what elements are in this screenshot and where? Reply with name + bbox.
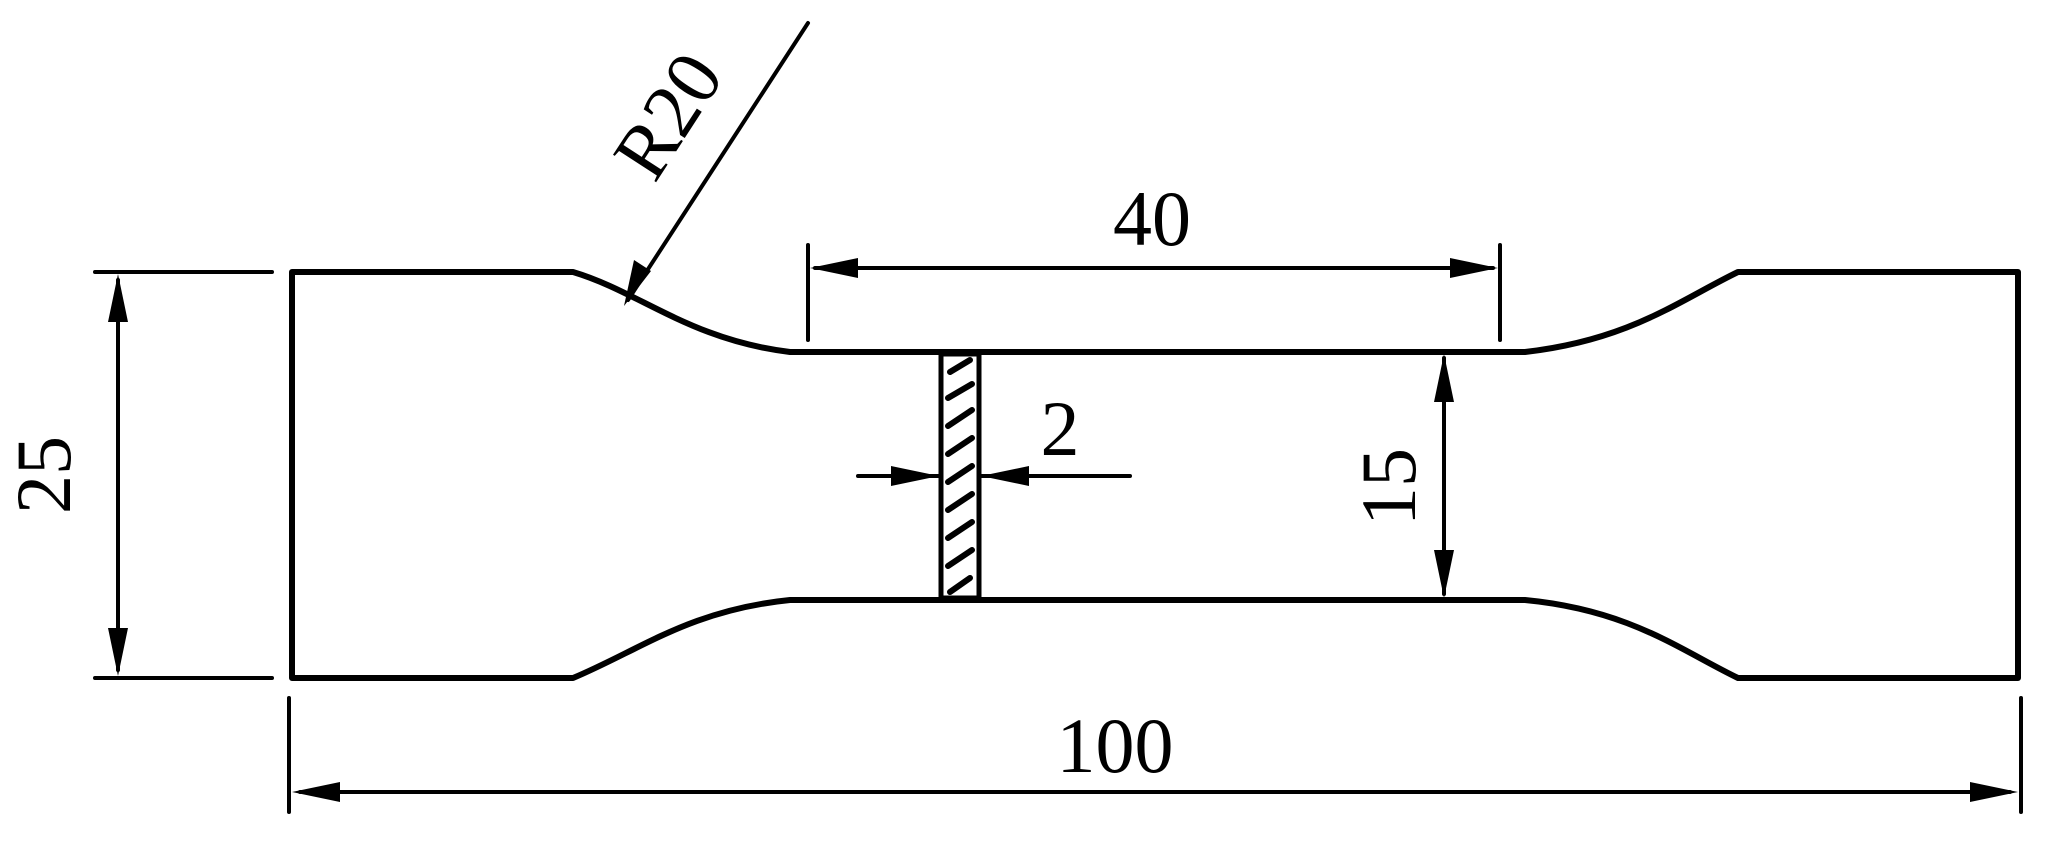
arrowhead-bottom xyxy=(108,628,128,676)
arrowhead-right xyxy=(1970,782,2018,802)
arrowhead-right-side xyxy=(981,466,1029,486)
dimension-total-length: 100 xyxy=(287,696,2023,814)
arrowhead-bottom xyxy=(1434,550,1454,598)
arrowhead-left-side xyxy=(891,466,939,486)
arrowhead-right xyxy=(1450,258,1498,278)
dimension-label-total-length: 100 xyxy=(1057,702,1174,789)
arrowhead-top xyxy=(108,274,128,322)
arrowhead-left xyxy=(292,782,340,802)
specimen-outline xyxy=(289,269,2021,681)
dimension-weld-width: 2 xyxy=(856,385,1132,486)
arrowhead-left xyxy=(810,258,858,278)
leader-arrowhead xyxy=(624,260,651,306)
dimension-fillet-radius: R20 xyxy=(596,21,810,306)
dimension-grip-width: 25 xyxy=(0,270,274,680)
dimension-label-gauge-width: 15 xyxy=(1345,448,1432,526)
dimension-label-fillet-radius: R20 xyxy=(596,37,740,193)
arrowhead-top xyxy=(1434,354,1454,402)
dimension-label-gauge-length: 40 xyxy=(1113,175,1191,262)
weld-seam xyxy=(938,351,982,601)
dimension-label-weld-width: 2 xyxy=(1041,385,1080,472)
dimension-gauge-length: 40 xyxy=(806,175,1502,342)
dimension-gauge-width: 15 xyxy=(1345,354,1454,598)
dimension-label-grip-width: 25 xyxy=(0,436,87,514)
